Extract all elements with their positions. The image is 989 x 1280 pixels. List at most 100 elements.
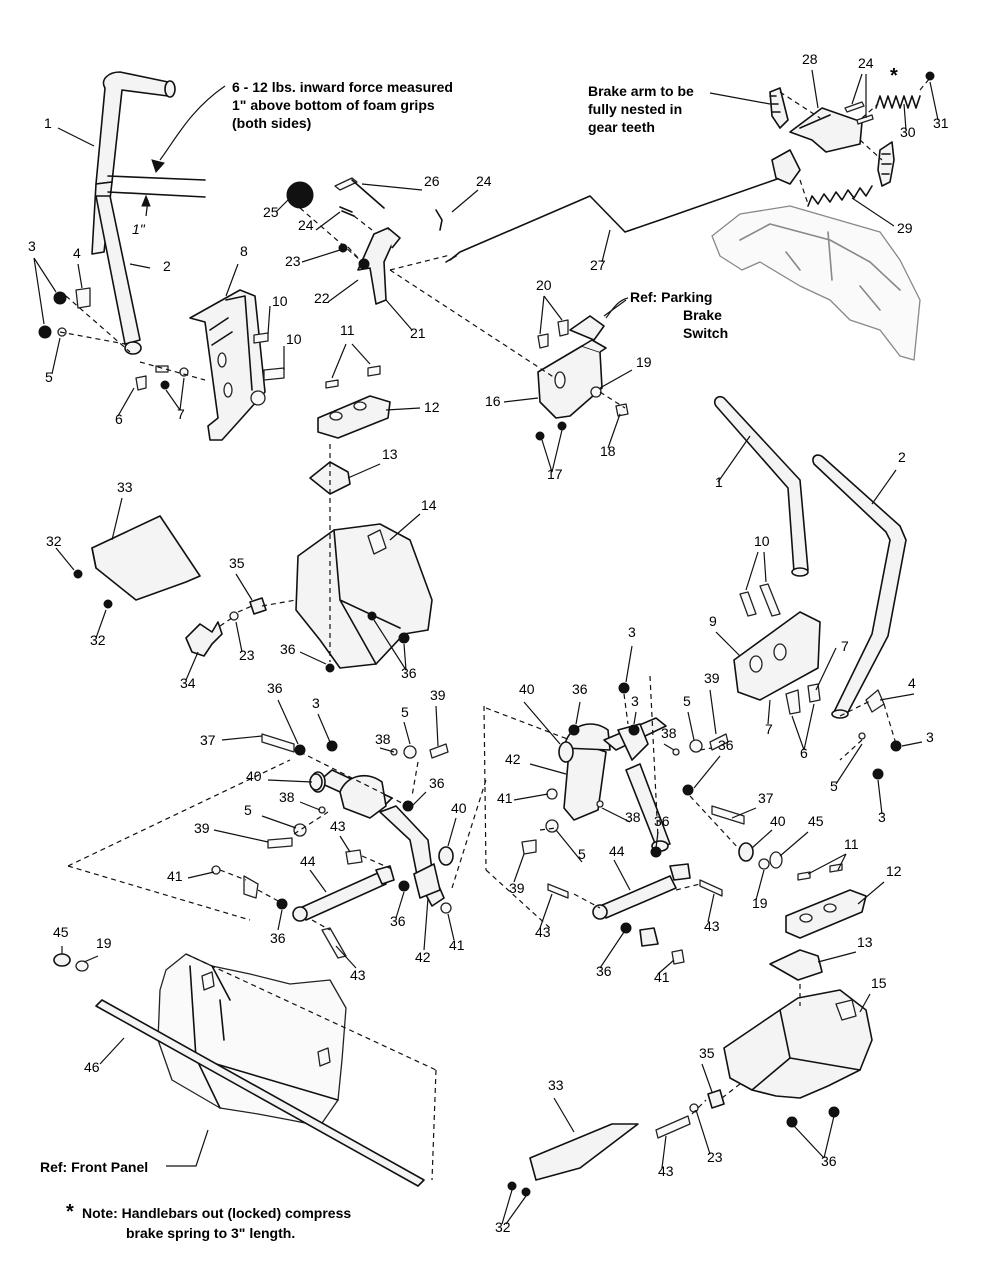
footnote-asterisk: * — [66, 1201, 74, 1223]
control-bracket-part-9 — [733, 611, 821, 701]
notes: 6 - 12 lbs. inward force measured 1" abo… — [40, 65, 898, 1241]
gas-spring-part-44 — [292, 865, 395, 922]
callout-25: 25 — [263, 204, 279, 220]
callout-19: 19 — [752, 895, 768, 911]
callout-15: 15 — [871, 975, 887, 991]
switch-bracket-part-16 — [537, 315, 607, 419]
callout-12: 12 — [424, 399, 440, 415]
callout-33: 33 — [117, 479, 133, 495]
callout-10: 10 — [754, 533, 770, 549]
callout-23: 23 — [285, 253, 301, 269]
hardware-20 — [537, 319, 569, 349]
callout-44: 44 — [609, 843, 625, 859]
callout-1: 1 — [715, 474, 723, 490]
gear-teeth-right — [877, 141, 895, 187]
cover-part-33 — [91, 515, 201, 601]
cover-part-33-right — [529, 1123, 639, 1181]
callout-36: 36 — [280, 641, 296, 657]
callout-6: 6 — [800, 745, 808, 761]
callout-3: 3 — [312, 695, 320, 711]
lever-21 — [357, 227, 401, 305]
callout-36: 36 — [654, 813, 670, 829]
rod-26 — [334, 177, 385, 209]
callout-2: 2 — [898, 449, 906, 465]
callout-36: 36 — [596, 963, 612, 979]
callout-13: 13 — [857, 934, 873, 950]
switch-note-line3: Switch — [683, 325, 728, 341]
callout-26: 26 — [424, 173, 440, 189]
callout-42: 42 — [415, 949, 431, 965]
brake-note-line3: gear teeth — [588, 119, 655, 135]
callout-34: 34 — [180, 675, 196, 691]
one-inch-label: 1" — [132, 221, 146, 237]
callout-23: 23 — [707, 1149, 723, 1165]
handlebar-right-part-1 — [713, 395, 809, 577]
callout-36: 36 — [267, 680, 283, 696]
brake-knob-25 — [286, 181, 314, 209]
callout-41: 41 — [449, 937, 465, 953]
callout-24: 24 — [476, 173, 492, 189]
callout-1: 1 — [44, 115, 52, 131]
callout-19: 19 — [636, 354, 652, 370]
callout-19: 19 — [96, 935, 112, 951]
callout-4: 4 — [908, 675, 916, 691]
callout-7: 7 — [177, 406, 185, 422]
callout-5: 5 — [401, 704, 409, 720]
leader-lines — [33, 69, 939, 1225]
callout-40: 40 — [246, 768, 262, 784]
spring-asterisk: * — [890, 65, 898, 87]
callout-14: 14 — [421, 497, 437, 513]
callout-36: 36 — [401, 665, 417, 681]
switch-note-line1: Ref: Parking — [630, 289, 712, 305]
brake-arm-28 — [771, 107, 863, 185]
front-panel-reference — [157, 953, 347, 1127]
gear-teeth-left — [769, 87, 789, 129]
callout-10: 10 — [272, 293, 288, 309]
plate-part-12 — [317, 395, 391, 439]
bolt-part-10-right — [739, 583, 781, 617]
callout-41: 41 — [167, 868, 183, 884]
callout-45: 45 — [808, 813, 824, 829]
callout-44: 44 — [300, 853, 316, 869]
callout-23: 23 — [239, 647, 255, 663]
callout-43: 43 — [658, 1163, 674, 1179]
callout-36: 36 — [572, 681, 588, 697]
callout-18: 18 — [600, 443, 616, 459]
callout-3: 3 — [926, 729, 934, 745]
brake-rod-part-27 — [445, 177, 781, 263]
callout-32: 32 — [90, 632, 106, 648]
callout-36: 36 — [390, 913, 406, 929]
callout-35: 35 — [699, 1045, 715, 1061]
callout-40: 40 — [770, 813, 786, 829]
footnote-line2: brake spring to 3" length. — [126, 1225, 295, 1241]
housing-part-14 — [295, 523, 433, 669]
callout-11: 11 — [340, 322, 355, 338]
callout-29: 29 — [897, 220, 913, 236]
callout-38: 38 — [375, 731, 391, 747]
front-panel-label: Ref: Front Panel — [40, 1159, 148, 1175]
callout-36: 36 — [429, 775, 445, 791]
bolt-part-10 — [253, 332, 285, 381]
frame-reference — [711, 205, 921, 361]
callout-3: 3 — [628, 624, 636, 640]
clip-24 — [339, 206, 443, 231]
callout-39: 39 — [430, 687, 446, 703]
callout-16: 16 — [485, 393, 501, 409]
brake-note-line1: Brake arm to be — [588, 83, 694, 99]
callout-12: 12 — [886, 863, 902, 879]
knob-part-34 — [185, 621, 223, 657]
callout-8: 8 — [240, 243, 248, 259]
callout-45: 45 — [53, 924, 69, 940]
callout-43: 43 — [704, 918, 720, 934]
spring-part-29 — [807, 185, 873, 207]
callout-27: 27 — [590, 257, 606, 273]
callout-41: 41 — [497, 790, 513, 806]
callout-20: 20 — [536, 277, 552, 293]
callout-2: 2 — [163, 258, 171, 274]
callout-33: 33 — [548, 1077, 564, 1093]
callout-4: 4 — [73, 245, 81, 261]
callout-10: 10 — [286, 331, 302, 347]
